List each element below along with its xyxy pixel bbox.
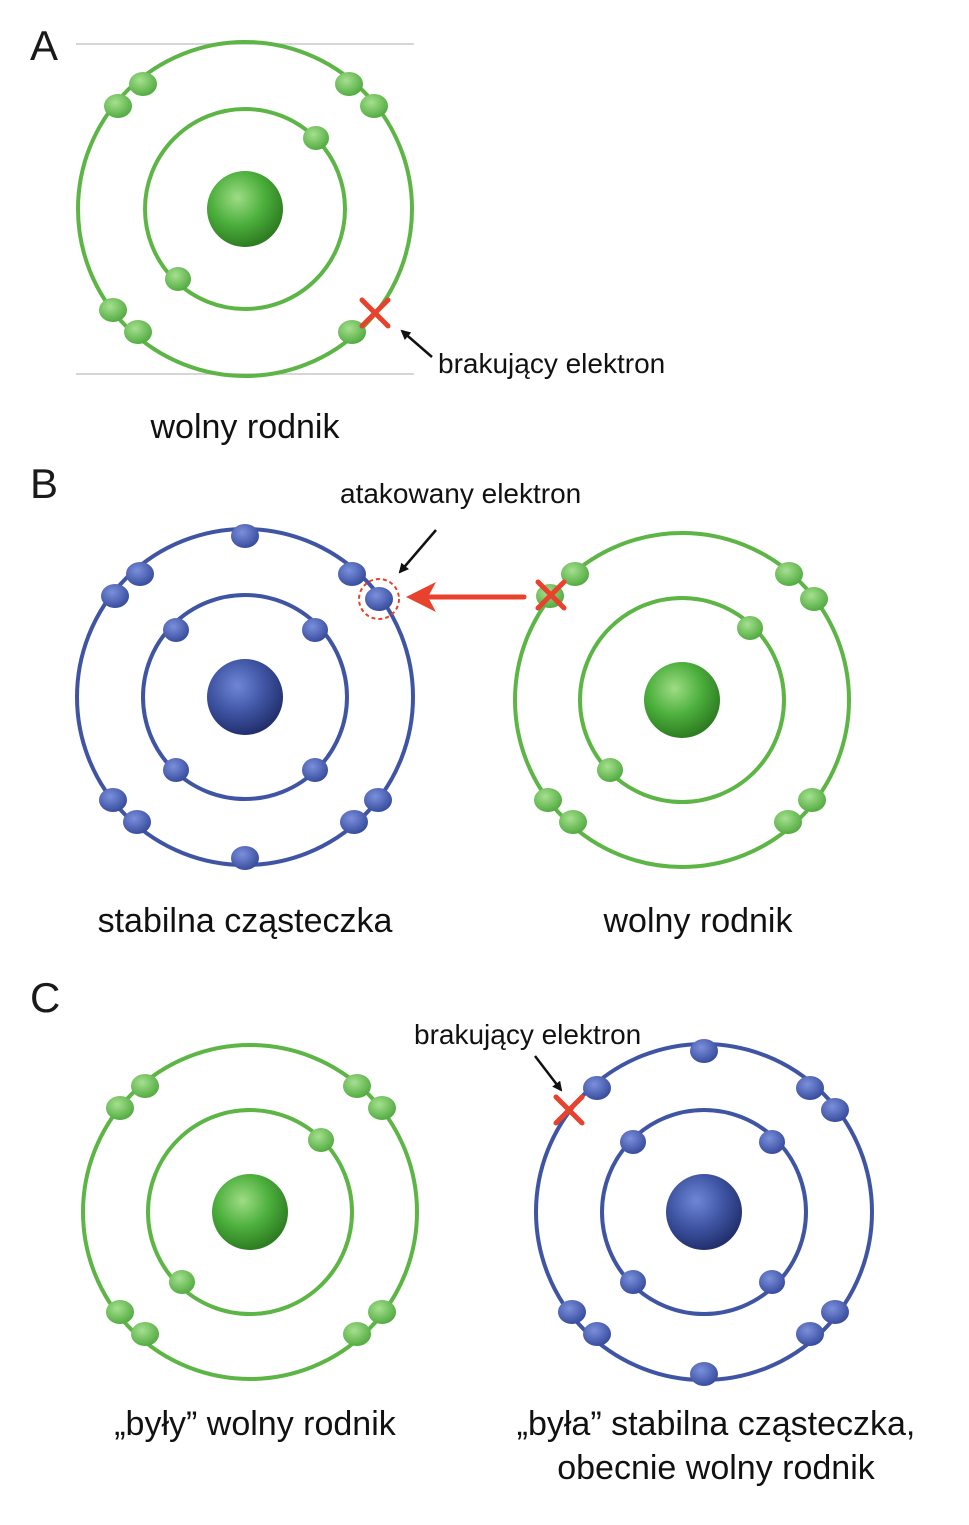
electron — [165, 267, 191, 291]
attack-arrow — [406, 582, 527, 612]
electron — [583, 1076, 611, 1100]
inner-shell — [578, 596, 786, 804]
electron — [338, 562, 366, 586]
electron — [302, 758, 328, 782]
nucleus — [666, 1174, 742, 1250]
nucleus — [644, 662, 720, 738]
electron — [131, 1322, 159, 1346]
electron — [308, 1128, 334, 1152]
electron — [534, 788, 562, 812]
inner-shell — [141, 593, 349, 801]
electron — [759, 1270, 785, 1294]
atom-c-former-stable-molecule — [534, 1039, 874, 1386]
electron — [821, 1300, 849, 1324]
attacked-electron-ring — [358, 578, 400, 620]
electron — [169, 1270, 195, 1294]
electron — [99, 298, 127, 322]
electron — [163, 618, 189, 642]
panel-a-letter: A — [30, 22, 58, 69]
electron — [368, 1300, 396, 1324]
electron — [800, 587, 828, 611]
electron — [798, 788, 826, 812]
panel-b-caption-right: wolny rodnik — [603, 902, 794, 940]
electron — [364, 788, 392, 812]
attacked-electron — [365, 587, 393, 611]
electron — [338, 320, 366, 344]
electron — [796, 1322, 824, 1346]
electron — [106, 1300, 134, 1324]
panel-b-caption-left: stabilna cząsteczka — [98, 902, 393, 940]
electron — [126, 562, 154, 586]
electron — [124, 320, 152, 344]
outer-shell — [76, 40, 414, 378]
inner-shell — [600, 1108, 808, 1316]
missing-electron-x-icon — [553, 1094, 585, 1126]
electron — [737, 616, 763, 640]
electron — [620, 1130, 646, 1154]
panel-c-caption-right-line1: „była” stabilna cząsteczka, — [517, 1405, 916, 1443]
electron — [690, 1039, 718, 1063]
annotation-arrow — [398, 529, 437, 574]
electron — [106, 1096, 134, 1120]
panel-c-caption-left: „były” wolny rodnik — [114, 1405, 397, 1443]
atom-b-free-radical — [513, 531, 851, 869]
panel-c-caption-right-line2: obecnie wolny rodnik — [557, 1449, 876, 1487]
electron — [368, 1096, 396, 1120]
atom-c-former-free-radical — [81, 1043, 419, 1381]
electron — [123, 810, 151, 834]
electron — [775, 562, 803, 586]
electron — [774, 810, 802, 834]
electron — [131, 1074, 159, 1098]
outer-shell — [513, 531, 851, 869]
electron — [597, 758, 623, 782]
electron — [129, 72, 157, 96]
electron — [101, 584, 129, 608]
nucleus — [207, 659, 283, 735]
electron — [558, 1300, 586, 1324]
panel-a-annotation: brakujący elektron — [438, 348, 665, 379]
inner-shell — [146, 1108, 354, 1316]
electron — [343, 1074, 371, 1098]
electron — [821, 1098, 849, 1122]
nucleus — [207, 171, 283, 247]
missing-electron-x-icon — [359, 297, 391, 329]
electron — [690, 1362, 718, 1386]
electron — [99, 788, 127, 812]
panel-c-annotation: brakujący elektron — [414, 1019, 641, 1050]
electron — [796, 1076, 824, 1100]
missing-electron-x-icon — [535, 579, 567, 611]
panel-b-annotation: atakowany elektron — [340, 478, 581, 509]
electron — [335, 72, 363, 96]
electron — [104, 94, 132, 118]
electron — [759, 1130, 785, 1154]
annotation-arrow — [400, 329, 433, 358]
electron — [559, 810, 587, 834]
electron — [583, 1322, 611, 1346]
electron — [561, 562, 589, 586]
panel-b-letter: B — [30, 460, 58, 507]
electron — [360, 94, 388, 118]
electron — [231, 846, 259, 870]
electron — [340, 810, 368, 834]
electron — [163, 758, 189, 782]
atom-a-free-radical — [76, 40, 414, 378]
panel-c-letter: C — [30, 974, 60, 1021]
inner-shell — [143, 107, 347, 311]
electron — [620, 1270, 646, 1294]
outer-shell — [81, 1043, 419, 1381]
electron — [302, 618, 328, 642]
atom-b-stable-molecule — [75, 524, 415, 870]
annotation-arrow — [534, 1055, 563, 1092]
electron — [343, 1322, 371, 1346]
electron — [231, 524, 259, 548]
electron — [303, 126, 329, 150]
panel-a-caption: wolny rodnik — [150, 408, 341, 446]
nucleus — [212, 1174, 288, 1250]
